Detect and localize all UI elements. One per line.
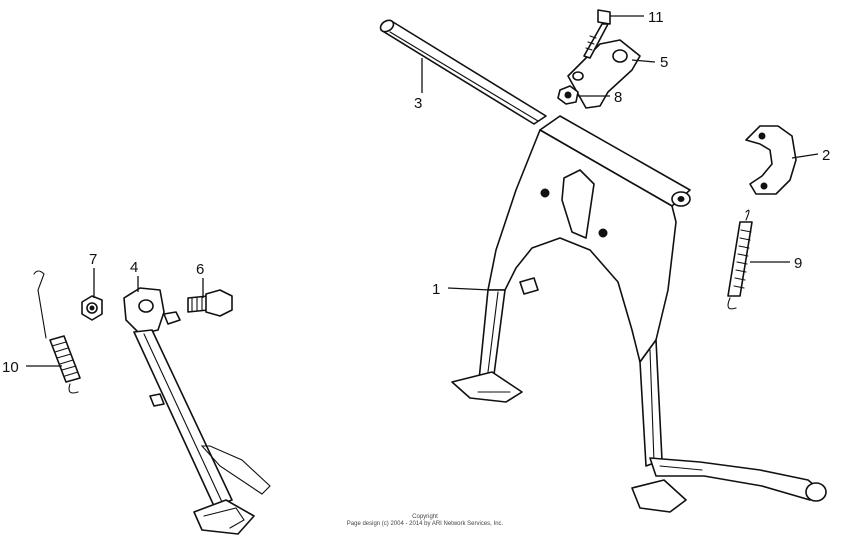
callout-5: 5 [660, 54, 668, 71]
part-3-pivot-shaft[interactable] [378, 18, 547, 125]
callout-4: 4 [130, 259, 138, 276]
part-9-main-stand-spring[interactable] [727, 209, 753, 310]
copyright-notice: Copyright Page design (c) 2004 - 2014 by… [347, 514, 504, 527]
part-6-pivot-bolt[interactable] [187, 289, 233, 317]
leader-2 [791, 153, 819, 159]
part-8-nut[interactable] [557, 85, 579, 105]
callout-10: 10 [2, 359, 19, 376]
callout-1: 1 [432, 281, 440, 298]
callout-2: 2 [822, 147, 830, 164]
callout-11: 11 [648, 9, 664, 26]
callout-leaders [26, 15, 819, 367]
callout-9: 9 [794, 255, 802, 272]
callout-labels: 1 2 3 4 5 6 7 8 9 10 11 [2, 9, 830, 376]
part-7-nut[interactable] [81, 295, 103, 321]
callout-7: 7 [89, 251, 97, 268]
part-11-bolt[interactable] [583, 9, 611, 59]
callout-8: 8 [614, 89, 622, 106]
callout-6: 6 [196, 261, 204, 278]
part-1-main-stand[interactable] [451, 115, 827, 513]
part-10-side-stand-spring[interactable] [33, 270, 81, 394]
part-5-bracket[interactable] [567, 39, 641, 109]
callout-3: 3 [414, 95, 422, 112]
copyright-line-1: Copyright [412, 514, 438, 520]
copyright-line-2: Page design (c) 2004 - 2014 by ARI Netwo… [347, 521, 504, 527]
part-4-side-stand[interactable] [123, 287, 271, 535]
part-2-stopper-plate[interactable] [745, 125, 797, 195]
leader-1 [447, 287, 491, 291]
leader-5 [631, 59, 656, 63]
